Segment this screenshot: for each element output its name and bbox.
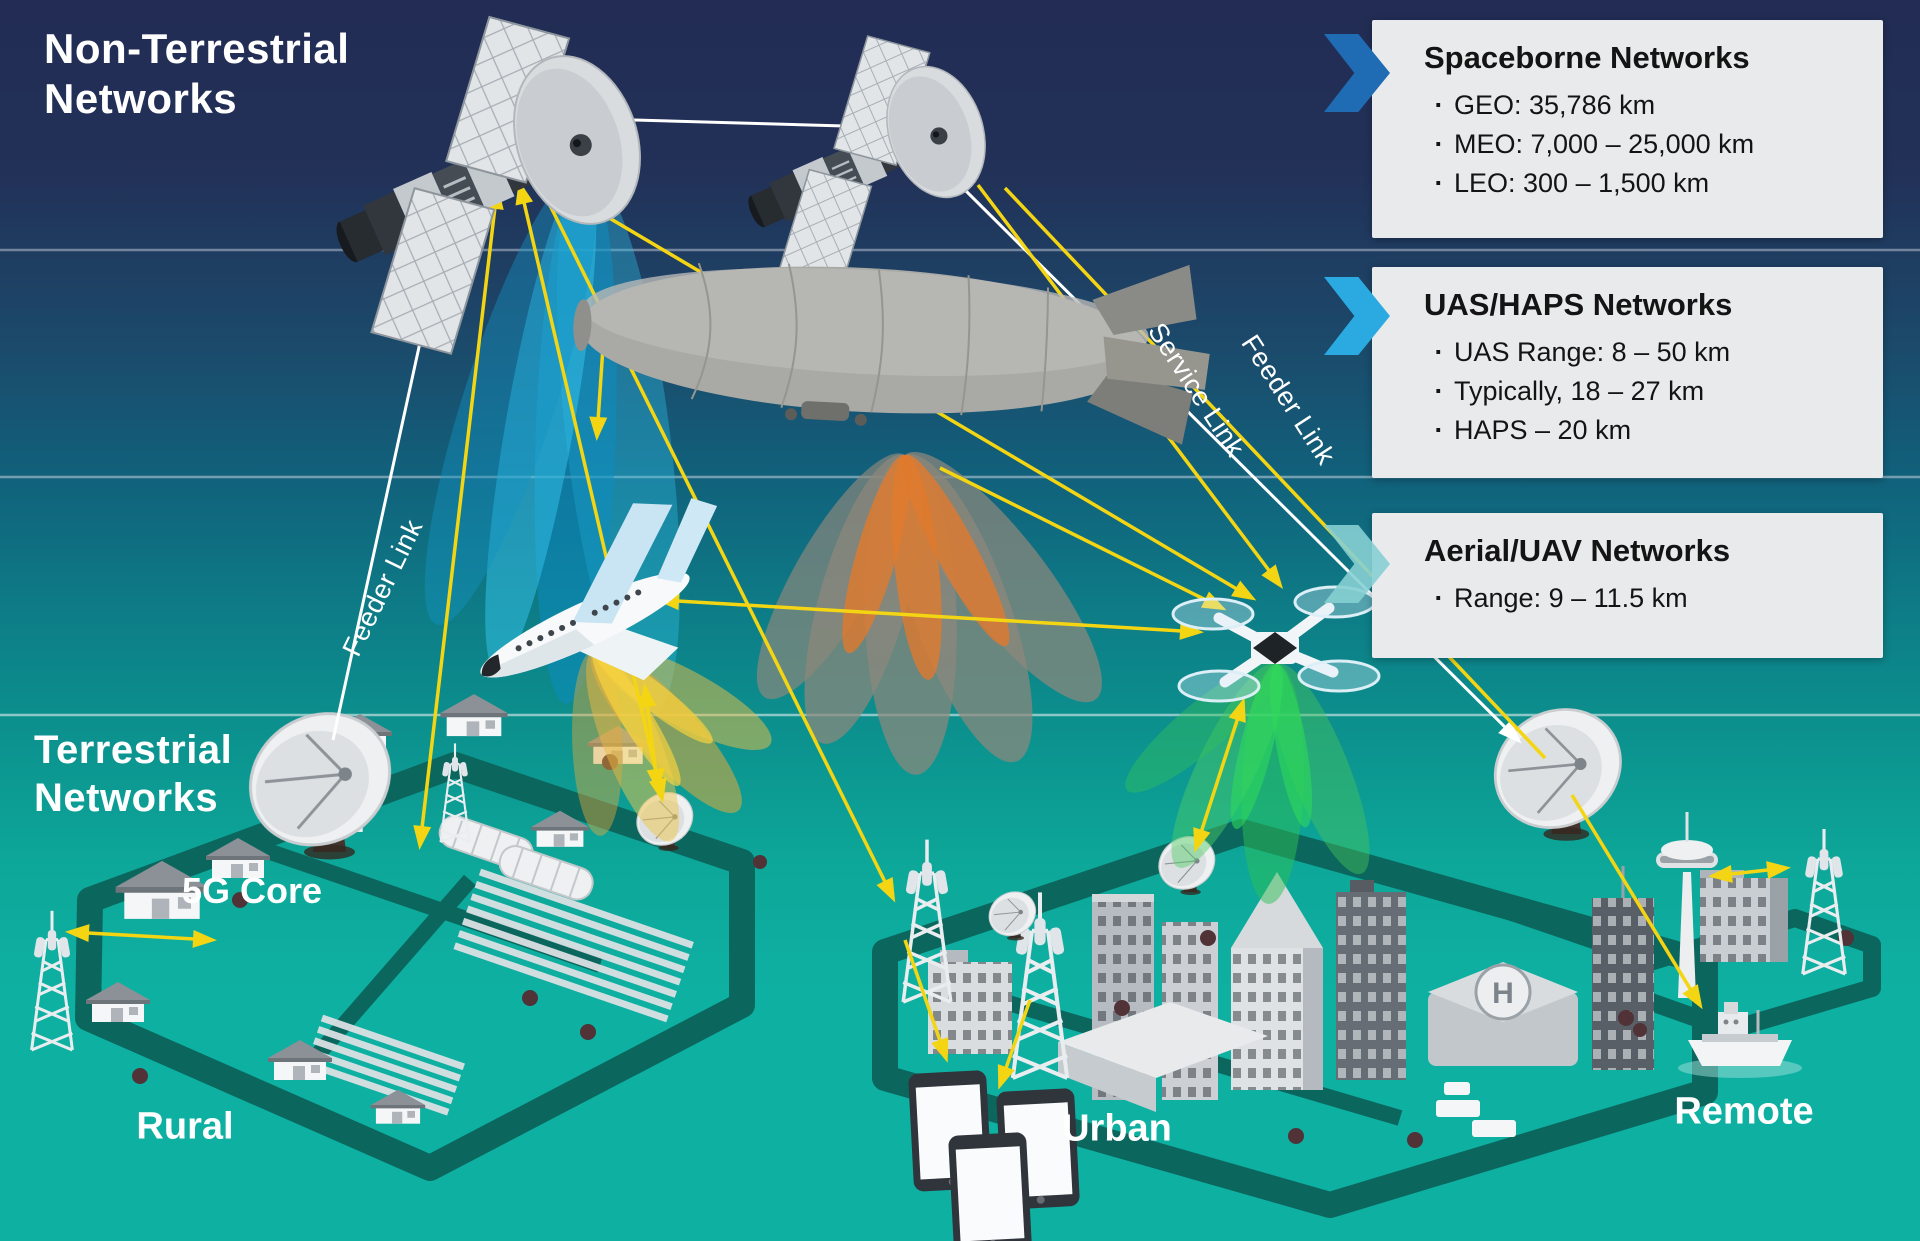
info-box-aerial-uav: Aerial/UAV Networks ·Range: 9 – 11.5 km [1324, 513, 1883, 658]
uas-bullet-typical: ·Typically, 18 – 27 km [1424, 372, 1859, 411]
rural-cell-tower-icon [30, 909, 74, 1052]
feeder-link-right-line [1003, 186, 1547, 760]
terrestrial-title: Terrestrial Networks [34, 726, 232, 822]
uas-haps-title: UAS/HAPS Networks [1424, 287, 1733, 322]
bullet-dot: · [1434, 376, 1444, 407]
remote-cell-tower-icon [1801, 827, 1847, 976]
aerial-bullet-range: ·Range: 9 – 11.5 km [1424, 579, 1859, 618]
link-to-ship [1570, 794, 1703, 1010]
haps-beam-fan [756, 452, 1102, 775]
ship-icon [1678, 1002, 1802, 1078]
terrestrial-title-line2: Networks [34, 776, 219, 820]
spaceborne-bullet-meo: ·MEO: 7,000 – 25,000 km [1424, 125, 1859, 164]
five-g-core-label: 5G Core [181, 870, 323, 911]
urban-vehicles [1436, 1082, 1516, 1137]
car-icon [1444, 1082, 1470, 1095]
spaceborne-title: Spaceborne Networks [1424, 40, 1750, 75]
non-terrestrial-title: Non-Terrestrial Networks [44, 24, 349, 125]
truck-icon [1436, 1100, 1480, 1117]
pyramid-top-tower [1231, 872, 1323, 948]
non-terrestrial-title-line2: Networks [44, 75, 238, 123]
urban-area: H [872, 819, 1881, 1218]
control-tower-icon [1656, 812, 1718, 998]
uas-bullet-haps: ·HAPS – 20 km [1424, 411, 1859, 450]
uas-bullet-range: ·UAS Range: 8 – 50 km [1424, 333, 1859, 372]
bullet-dot: · [1434, 129, 1444, 160]
bullet-dot: · [1434, 337, 1444, 367]
terrestrial-title-line1: Terrestrial [34, 728, 233, 772]
smartphones-icon [908, 1070, 1080, 1241]
haps-airship-icon [573, 262, 1210, 445]
info-box-spaceborne: Spaceborne Networks ·GEO: 35,786 km ·MEO… [1324, 20, 1883, 238]
rural-label: Rural [136, 1105, 234, 1148]
bullet-dot: · [1434, 90, 1444, 120]
helipad-building: H [1428, 962, 1578, 1066]
spaceborne-bullet-geo: ·GEO: 35,786 km [1424, 86, 1859, 125]
urban-buildings: H [928, 866, 1788, 1112]
non-terrestrial-title-line1: Non-Terrestrial [44, 25, 350, 72]
info-box-uas-haps: UAS/HAPS Networks ·UAS Range: 8 – 50 km … [1324, 267, 1883, 478]
remote-label: Remote [1674, 1090, 1814, 1133]
urban-label: Urban [1062, 1107, 1172, 1150]
airplane-icon [480, 498, 718, 681]
truck-icon [1472, 1120, 1516, 1137]
bullet-dot: · [1434, 583, 1444, 613]
bullet-dot: · [1434, 415, 1444, 446]
spaceborne-bullet-leo: ·LEO: 300 – 1,500 km [1424, 164, 1859, 203]
bullet-dot: · [1434, 168, 1444, 199]
aerial-uav-title: Aerial/UAV Networks [1424, 533, 1731, 568]
helipad-letter: H [1492, 977, 1514, 1010]
rural-crop-fields [305, 868, 694, 1116]
